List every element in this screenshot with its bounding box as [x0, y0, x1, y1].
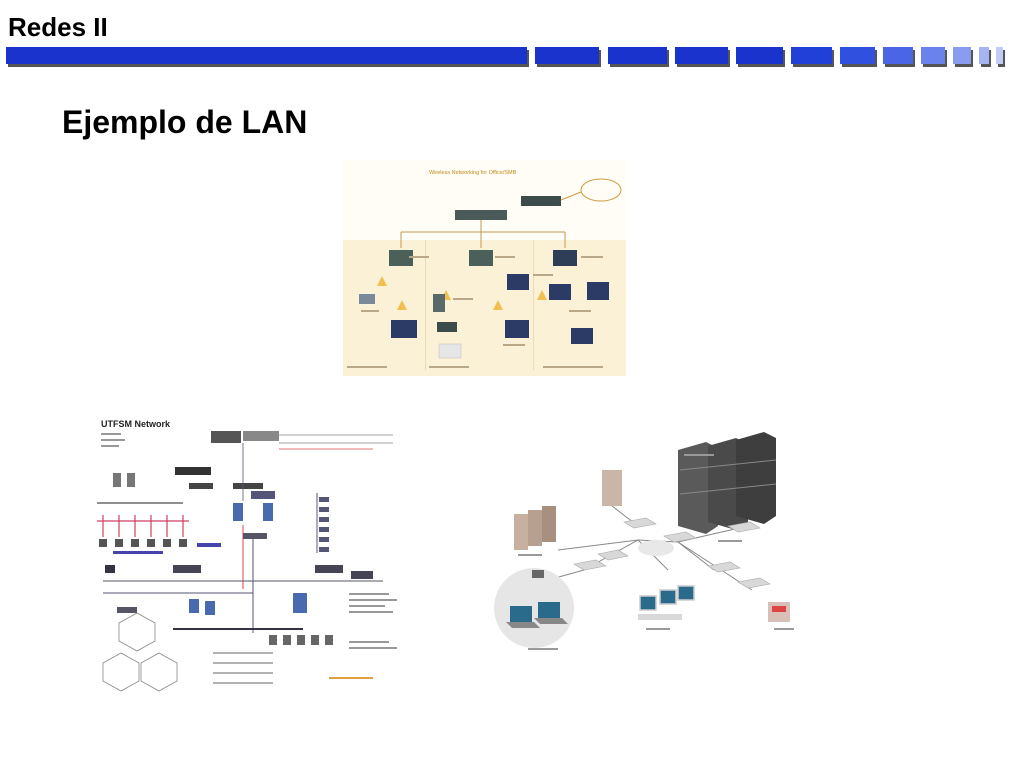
header-bar-segment [883, 47, 913, 64]
header-bar-segment [979, 47, 989, 64]
header-bar-segment [953, 47, 971, 64]
wireless-network-diagram: Wireless Networking for Office/SMB [343, 160, 626, 376]
header-bar-segment [6, 47, 527, 64]
header-bar-segment [921, 47, 945, 64]
header-bar-segment [840, 47, 875, 64]
header-bar-segment [736, 47, 783, 64]
course-title: Redes II [8, 12, 108, 42]
header-bar-segment [996, 47, 1003, 64]
diagram-heading: Wireless Networking for Office/SMB [429, 170, 517, 176]
diagram-heading: UTFSM Network [101, 419, 171, 429]
slide-title: Ejemplo de LAN [62, 104, 308, 140]
header-bar-segment [791, 47, 832, 64]
header-bar-segment [535, 47, 599, 64]
header-bar-segment [608, 47, 667, 64]
lan-3d-diagram [488, 430, 834, 666]
header-bar-segment [675, 47, 728, 64]
utfsm-network-diagram: UTFSM Network [93, 413, 407, 696]
